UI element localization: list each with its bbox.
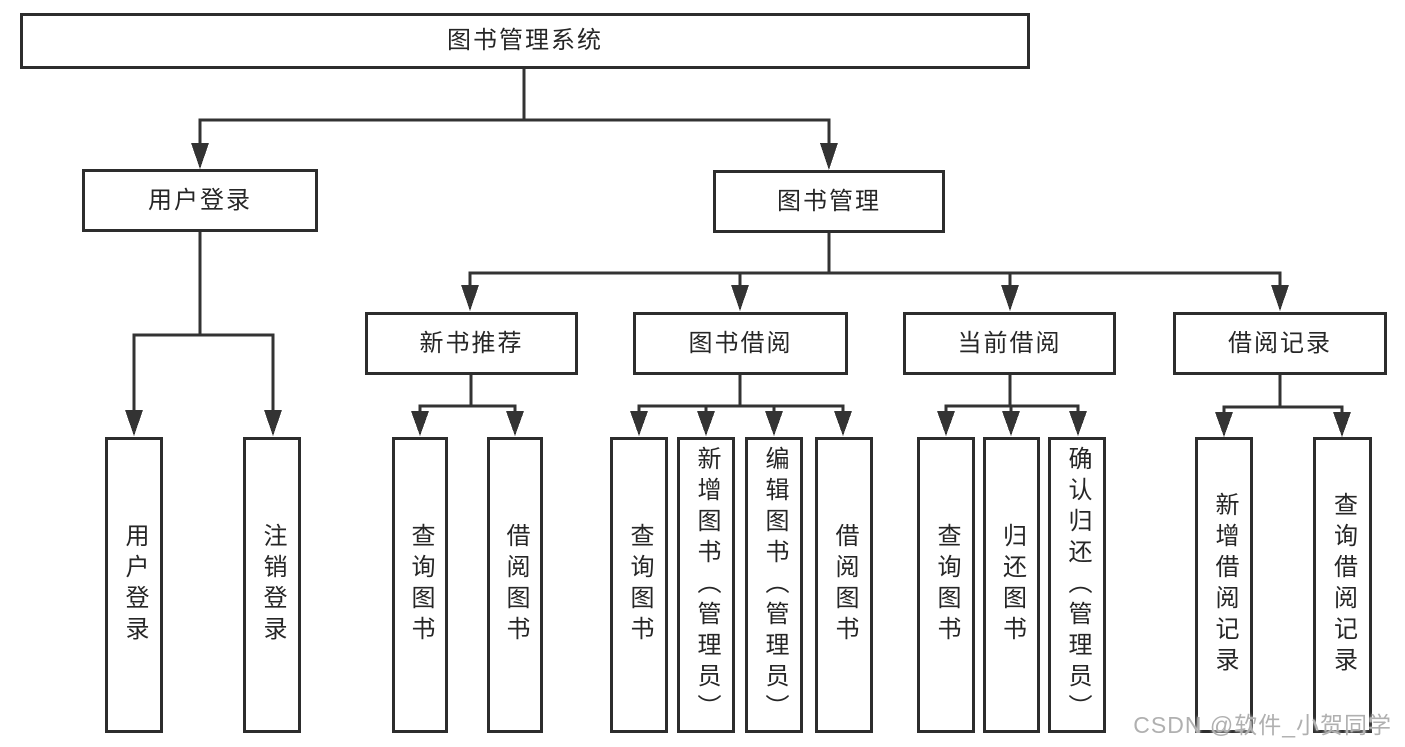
node-label: 图书管理: [777, 187, 881, 215]
node-label: 用户登录: [148, 186, 252, 214]
leaf-label: 借阅图书: [502, 523, 529, 647]
node-label: 图书借阅: [688, 329, 793, 357]
leaf-label: 归还图书: [998, 523, 1026, 647]
leaf-label: 编辑图书（管理员）: [761, 445, 788, 725]
leaf-borrowing-edit-books-admin: 编辑图书（管理员）: [745, 437, 803, 733]
leaf-records-add-borrow-record: 新增借阅记录: [1195, 437, 1253, 733]
leaf-label: 新增图书（管理员）: [693, 445, 720, 725]
leaf-user-login: 用户登录: [105, 437, 163, 733]
node-label: 新书推荐: [419, 329, 524, 357]
leaf-records-query-borrow-record: 查询借阅记录: [1313, 437, 1372, 733]
node-book-management: 图书管理: [713, 170, 945, 233]
node-user-login: 用户登录: [82, 169, 318, 232]
leaf-current-confirm-return-admin: 确认归还（管理员）: [1048, 437, 1106, 733]
leaf-recommend-borrow-books: 借阅图书: [487, 437, 543, 733]
node-label: 借阅记录: [1228, 329, 1332, 357]
leaf-logout-login: 注销登录: [243, 437, 301, 733]
leaf-label: 确认归还（管理员）: [1064, 445, 1091, 725]
leaf-borrowing-add-books-admin: 新增图书（管理员）: [677, 437, 735, 733]
node-book-borrowing: 图书借阅: [633, 312, 848, 375]
leaf-label: 用户登录: [121, 523, 148, 647]
node-current-borrowing: 当前借阅: [903, 312, 1116, 375]
leaf-current-return-books: 归还图书: [983, 437, 1040, 733]
leaf-label: 查询图书: [933, 523, 960, 647]
leaf-label: 新增借阅记录: [1211, 492, 1238, 678]
node-new-book-recommendation: 新书推荐: [365, 312, 578, 375]
leaf-current-query-books: 查询图书: [917, 437, 975, 733]
node-library-management-system: 图书管理系统: [20, 13, 1030, 69]
node-borrowing-records: 借阅记录: [1173, 312, 1387, 375]
leaf-label: 查询借阅记录: [1329, 492, 1357, 678]
leaf-label: 注销登录: [259, 523, 286, 647]
leaf-borrowing-borrow-books: 借阅图书: [815, 437, 873, 733]
leaf-label: 查询图书: [407, 523, 434, 647]
leaf-borrowing-query-books: 查询图书: [610, 437, 668, 733]
node-label: 当前借阅: [957, 329, 1062, 357]
leaf-recommend-query-books: 查询图书: [392, 437, 448, 733]
leaf-label: 借阅图书: [831, 523, 858, 647]
csdn-watermark: CSDN @软件_小贺同学: [1133, 712, 1392, 738]
leaf-label: 查询图书: [626, 523, 653, 647]
node-label: 图书管理系统: [447, 27, 603, 54]
